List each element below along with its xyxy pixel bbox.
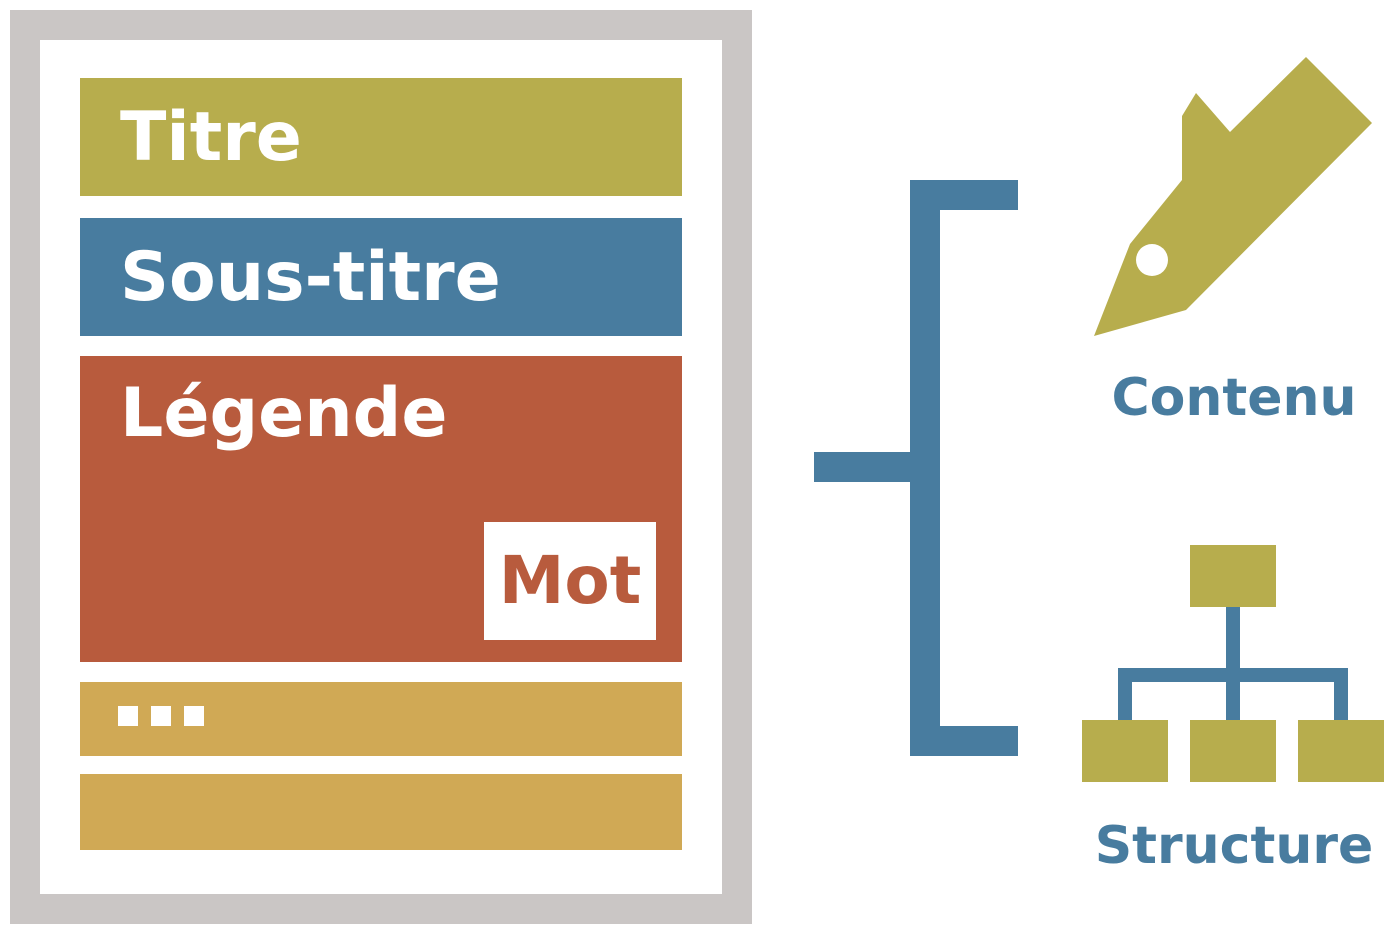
titre-block: Titre xyxy=(80,78,682,196)
bracket-spine xyxy=(910,180,940,756)
bracket-bottom-arm xyxy=(910,726,1018,756)
sous-titre-label: Sous-titre xyxy=(120,238,501,317)
titre-label: Titre xyxy=(120,98,302,177)
empty-block xyxy=(80,774,682,850)
structure-label: Structure xyxy=(1094,816,1374,876)
ellipsis-dot xyxy=(184,706,204,726)
bracket-top-arm xyxy=(910,180,1018,210)
org-child-node xyxy=(1082,720,1168,782)
mot-box: Mot xyxy=(484,522,656,640)
org-child-node xyxy=(1190,720,1276,782)
legende-label: Légende xyxy=(120,374,448,453)
ellipsis-dot xyxy=(151,706,171,726)
ellipsis-icon xyxy=(118,706,208,730)
bracket-connector xyxy=(814,180,1018,756)
bracket-stem xyxy=(814,452,926,482)
legende-block: Légende Mot xyxy=(80,356,682,662)
contenu-label: Contenu xyxy=(1111,368,1357,428)
ellipsis-block xyxy=(80,682,682,756)
org-chart-icon xyxy=(1082,545,1384,782)
org-top-node xyxy=(1190,545,1276,607)
org-child-node xyxy=(1298,720,1384,782)
sous-titre-block: Sous-titre xyxy=(80,218,682,336)
document-page: Titre Sous-titre Légende Mot xyxy=(10,10,752,924)
ellipsis-dot xyxy=(118,706,138,726)
pen-nib-icon xyxy=(1094,57,1372,336)
